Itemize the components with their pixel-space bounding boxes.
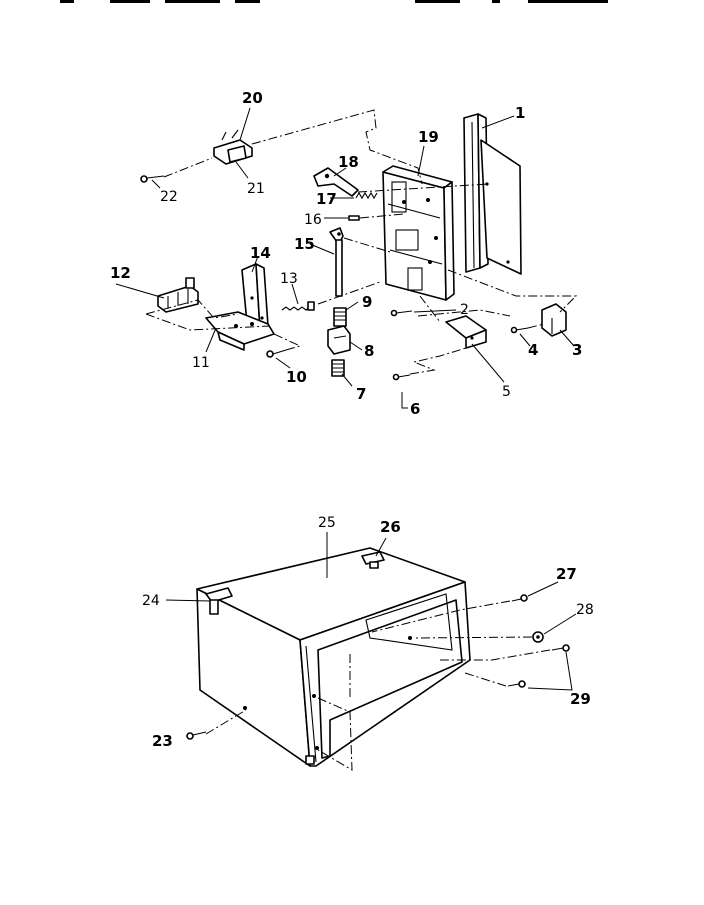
part-9-spring [333,307,347,327]
part-26-clip [361,551,385,569]
callout-19: 19 [418,128,439,146]
part-11-base-bracket [205,311,275,351]
part-27-screw [511,594,528,602]
part-25-cabinet-housing [196,547,471,767]
part-28-washer [532,631,544,643]
callout-23: 23 [152,732,173,750]
callout-25: 25 [318,515,336,531]
callout-2: 2 [460,302,469,318]
callout-5: 5 [502,384,511,400]
part-23-screw [186,731,207,740]
callout-10: 10 [286,368,307,386]
callout-7: 7 [356,385,366,403]
header-remnant [60,0,608,3]
callout-9: 9 [362,293,372,311]
callouts: 1 19 20 21 22 18 17 16 15 14 12 13 9 2 1… [110,89,594,750]
callout-21: 21 [247,181,265,197]
part-3-block [541,303,567,337]
part-10-screw [266,349,287,358]
part-12-latch [157,277,199,313]
leaders-bottom [165,532,577,691]
part-19-main-panel [382,165,455,301]
callout-12: 12 [110,264,131,282]
callout-28: 28 [576,602,594,618]
callout-14: 14 [250,244,271,262]
part-21-clip [227,145,247,163]
part-18-latch-lever [313,167,359,197]
callout-24: 24 [142,593,160,609]
part-8-bracket [327,325,351,355]
callout-15: 15 [294,235,315,253]
callout-13: 13 [280,271,298,287]
callout-11: 11 [192,355,210,371]
part-7-spring [331,359,345,377]
callout-3: 3 [572,341,582,359]
assembly-lines-top [145,109,578,375]
part-2-screw [390,309,413,317]
callout-1: 1 [515,104,525,122]
part-24-clip [205,587,233,615]
part-15-rod [329,227,344,297]
callout-22: 22 [160,189,178,205]
part-5-bracket [445,315,487,349]
callout-20: 20 [242,89,263,107]
callout-29: 29 [570,690,591,708]
callout-8: 8 [364,342,374,360]
callout-6: 6 [410,400,420,418]
part-22-screw [140,175,165,183]
part-16-pin [348,215,360,221]
part-13-screw [281,301,315,311]
callout-26: 26 [380,518,401,536]
leaders-top [115,107,575,409]
callout-27: 27 [556,565,577,583]
callout-17: 17 [316,190,337,208]
part-29-screws [507,644,570,688]
callout-4: 4 [528,341,538,359]
part-4-screw [510,326,529,334]
callout-18: 18 [338,153,359,171]
part-1-side-channel [463,113,522,275]
callout-16: 16 [304,212,322,228]
assembly-lines-bottom [205,600,551,771]
part-17-spring [355,191,378,200]
part-6-screw [392,373,411,381]
